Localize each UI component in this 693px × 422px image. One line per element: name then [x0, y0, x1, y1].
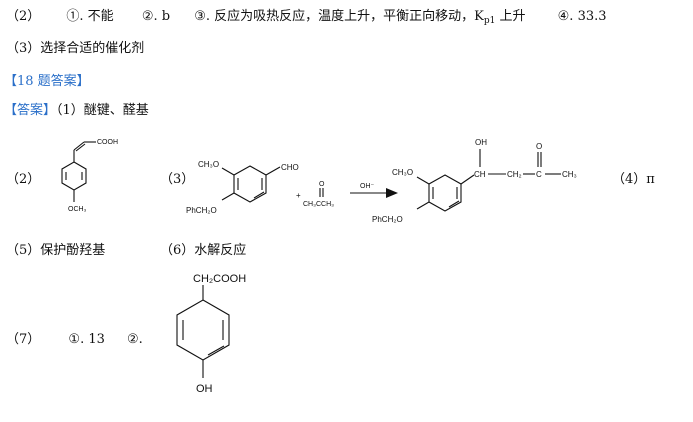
- phch2o-label: PhCH₂O: [186, 206, 217, 215]
- acetone-oxygen: O: [319, 181, 325, 188]
- answer-1-line: 【答案】（1）醚键、醛基: [4, 103, 149, 119]
- answer-7-number: （7）: [6, 332, 41, 347]
- answer-2-number: （2）: [6, 172, 41, 187]
- carbonyl-c-label: C: [536, 170, 542, 179]
- answer-4-text: （4）π: [612, 172, 655, 187]
- q2-part-a: ①. 不能: [66, 9, 114, 24]
- answer-1-text: （1）醚键、醛基: [56, 103, 149, 118]
- och3-label: OCH₃: [68, 206, 87, 213]
- product-ch3o-label: CH₃O: [392, 168, 413, 177]
- structure-7-hydroxyphenylacetic-acid: CH₂COOH OH: [176, 273, 246, 395]
- cho-label: CHO: [281, 163, 299, 172]
- plus-sign: +: [296, 191, 301, 200]
- q2-part-c-tail: 上升: [499, 9, 526, 24]
- structure-3-product: CH₃O PhCH₂O CH OH CH₂ C O CH₃: [372, 138, 577, 224]
- answer-tag: 【答案】: [4, 103, 57, 118]
- structure-2-methoxycinnamic-acid: COOH OCH₃: [61, 139, 118, 213]
- product-oh-label: OH: [475, 138, 487, 147]
- answer-6-line: （6）水解反应: [160, 243, 247, 258]
- acetone-formula: CH₃CCH₃: [303, 201, 334, 208]
- product-ch3-label: CH₃: [562, 170, 577, 179]
- structure-3-acetone: O CH₃CCH₃: [303, 181, 334, 208]
- answer-5-line: （5）保护酚羟基: [6, 243, 106, 258]
- q2-answer-line: （2） ①. 不能 ②. b ③. 反应为吸热反应，温度上升，平衡正向移动，Kp…: [6, 9, 607, 29]
- answer-7-part-a: ①. 13: [68, 332, 105, 347]
- answer-3-number: （3）: [160, 172, 195, 187]
- q2-kp-subscript: p1: [483, 16, 496, 26]
- cooh-label: COOH: [97, 139, 118, 146]
- structure-3-aldehyde: CHO CH₃O PhCH₂O: [186, 160, 299, 215]
- q2-part-d: ④. 33.3: [557, 9, 607, 24]
- ch2cooh-label: CH₂COOH: [193, 273, 246, 285]
- question-18-header: 【18 题答案】: [4, 74, 90, 89]
- ch-label: CH: [474, 170, 486, 179]
- reaction-arrow: OH⁻: [350, 183, 398, 198]
- q3-answer-line: （3）选择合适的催化剂: [6, 41, 145, 56]
- hydroxide-label: OH⁻: [360, 183, 375, 190]
- ch3o-label: CH₃O: [198, 160, 219, 169]
- carbonyl-o-label: O: [536, 142, 542, 151]
- q2-number: （2）: [6, 9, 41, 24]
- product-phch2o-label: PhCH₂O: [372, 215, 403, 224]
- ch2-label: CH₂: [507, 170, 522, 179]
- answer-7-line: （7） ①. 13 ②.: [6, 332, 143, 348]
- q2-part-b: ②. b: [141, 9, 171, 24]
- q2-part-c: ③. 反应为吸热反应，温度上升，平衡正向移动，K: [194, 9, 484, 24]
- answer-7-part-b: ②.: [127, 332, 143, 347]
- phenol-oh-label: OH: [196, 383, 213, 395]
